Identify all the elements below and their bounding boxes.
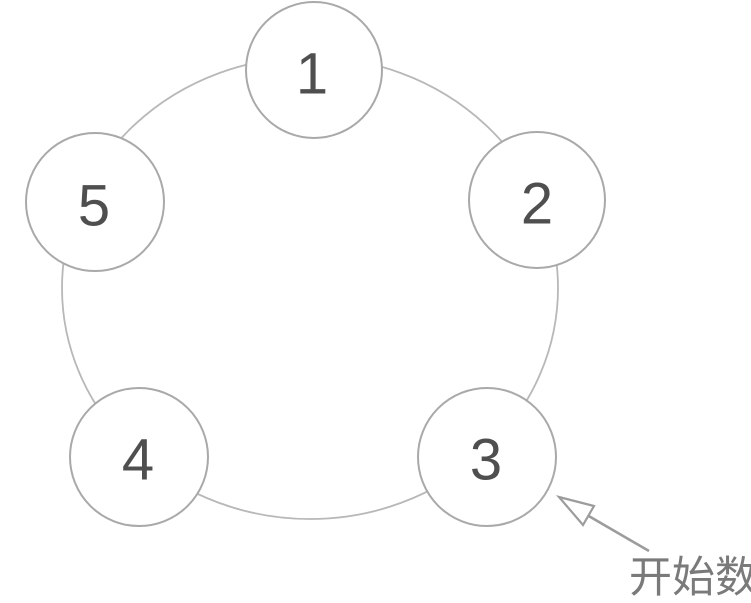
node-2-label: 2 [521,172,553,237]
node-2: 2 [468,131,606,269]
node-1-circle [245,1,383,139]
node-2-circle [468,131,606,269]
start-pointer-arrow [555,495,650,553]
arrowhead-icon [555,495,596,527]
node-3: 3 [417,387,557,527]
start-annotation-label: 开始数 [629,554,751,602]
node-1-label: 1 [296,42,328,107]
node-4-circle [69,387,209,527]
node-4-label: 4 [122,428,154,493]
pointer-shaft [586,513,650,553]
node-4: 4 [69,387,209,527]
node-1: 1 [245,1,383,139]
node-5-label: 5 [78,174,110,239]
node-3-circle [417,387,557,527]
node-5: 5 [25,132,165,272]
node-5-circle [25,132,165,272]
node-3-label: 3 [470,428,502,493]
